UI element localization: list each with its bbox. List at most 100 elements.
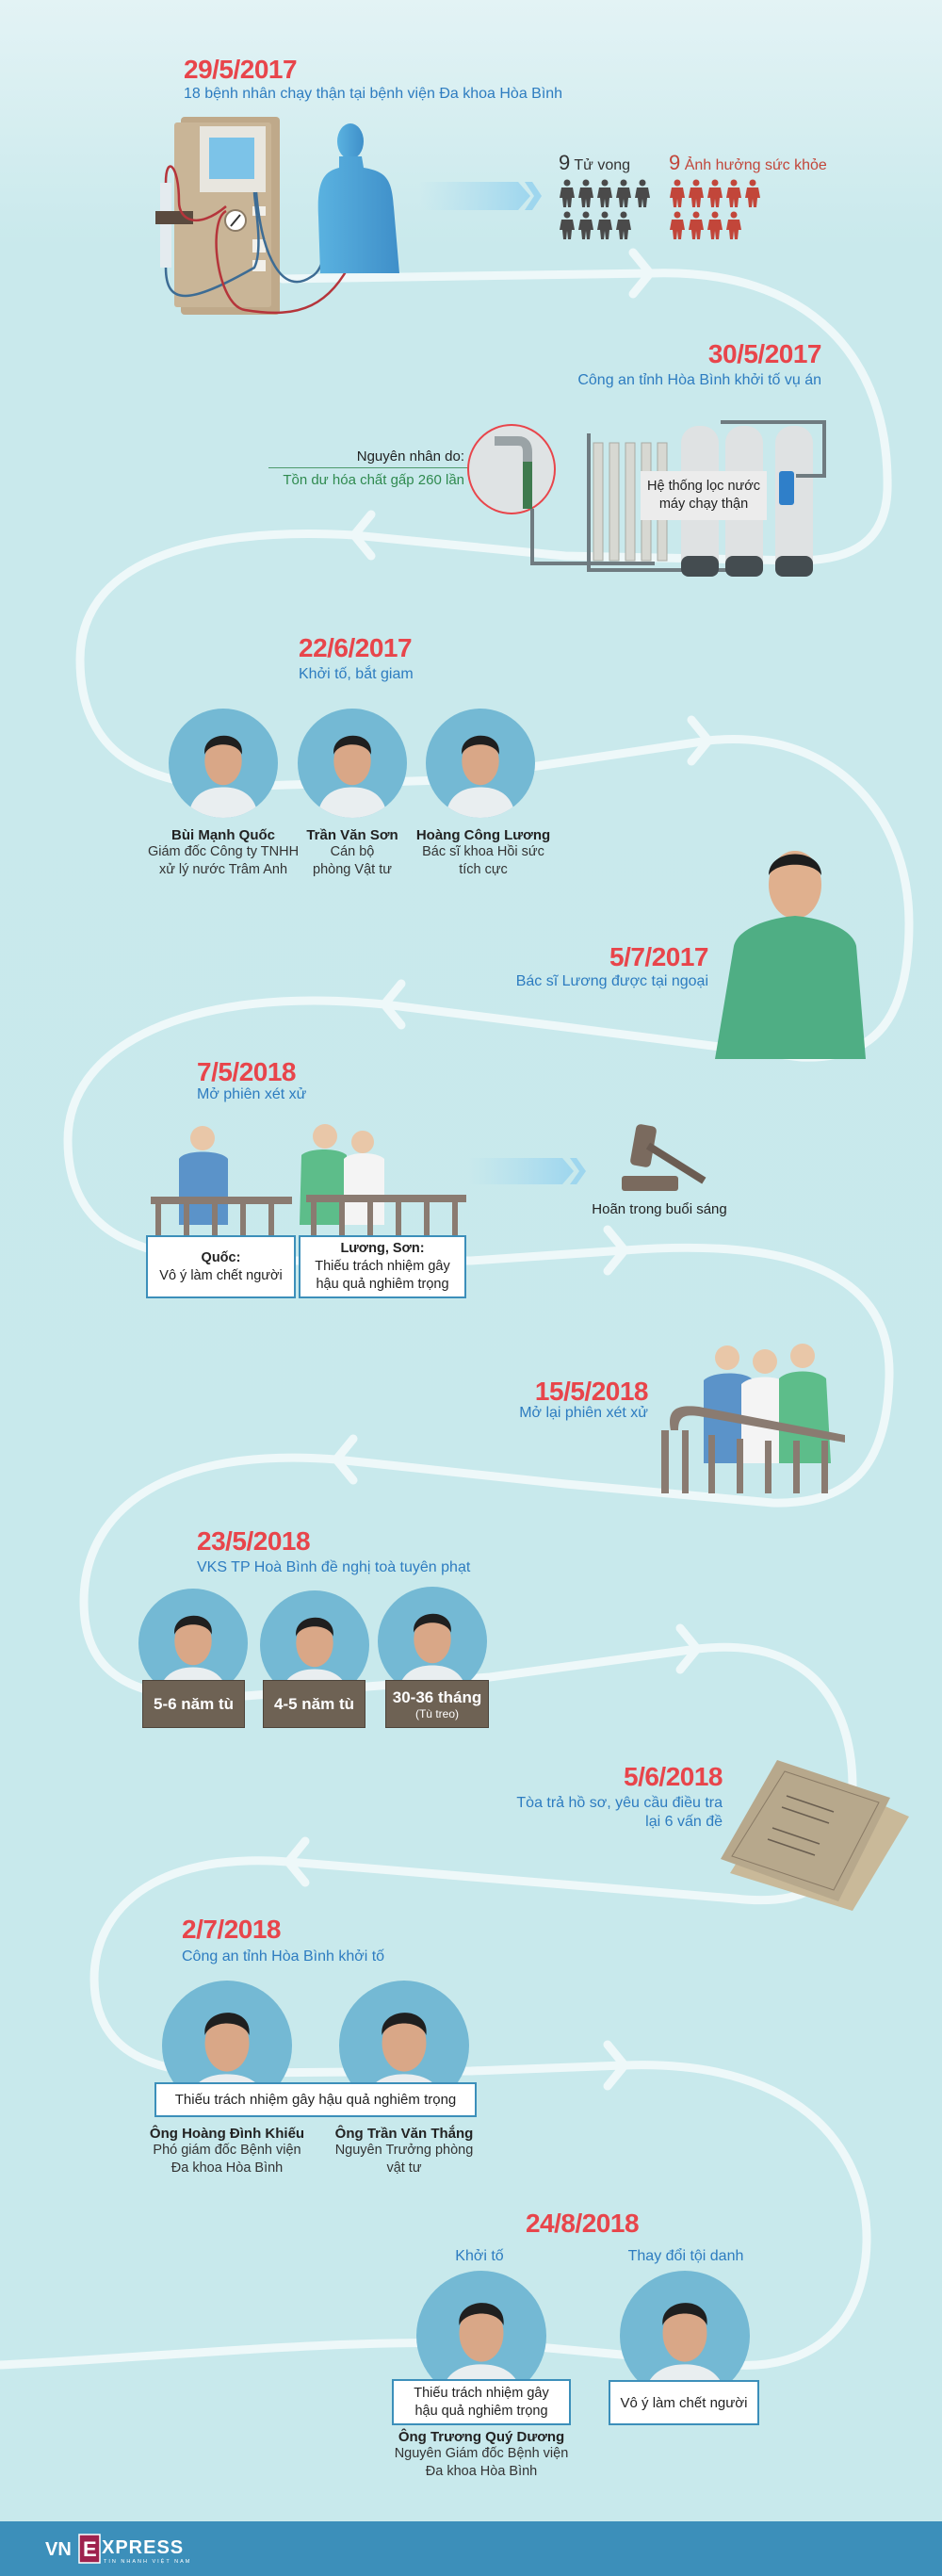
person-desc: Cán bộ	[330, 844, 375, 859]
person-name: Bùi Mạnh Quốc	[171, 827, 275, 843]
cause-text: Tồn dư hóa chất gấp 260 lần	[283, 472, 464, 488]
affected-group: 9 Ảnh hưởng sức khỏe	[669, 151, 827, 239]
charge-text: hậu quả nghiêm trọng	[316, 1277, 449, 1292]
gavel-icon	[622, 1124, 706, 1191]
charge-title: Lương, Sơn:	[340, 1241, 425, 1256]
charge-text: hậu quả nghiêm trọng	[414, 2403, 548, 2419]
event-subtitle: Khởi tố, bắt giam	[299, 666, 414, 682]
vnexpress-logo[interactable]: VN E XPRESS TIN NHANH VIỆT NAM	[45, 2533, 215, 2567]
human-silhouette-illustration	[317, 123, 399, 273]
person-icon	[578, 179, 593, 207]
sentence-box-quoc: 5-6 năm tù	[142, 1680, 245, 1728]
person-icon	[560, 211, 575, 239]
person-desc: Nguyên Trưởng phòng	[334, 2143, 474, 2158]
charge-box-duong: Thiếu trách nhiệm gây hậu quả nghiêm trọn…	[392, 2379, 571, 2425]
person-icon	[745, 179, 760, 207]
event-date-29-5-2017: 29/5/2017	[184, 55, 298, 84]
chevron-right-icon	[603, 2040, 629, 2091]
photo-bac-si-luong	[715, 842, 866, 1059]
charge-text: Vô ý làm chết người	[159, 1267, 283, 1283]
event-date-30-5-2017: 30/5/2017	[707, 339, 822, 368]
affected-label: Ảnh hưởng sức khỏe	[684, 157, 827, 173]
chevron-left-icon	[332, 1434, 358, 1485]
person-icon	[726, 211, 741, 239]
person-name: Hoàng Công Lương	[415, 827, 551, 843]
charge-text: Thiếu trách nhiệm gây	[414, 2385, 549, 2401]
portrait-hoang-cong-luong	[426, 709, 535, 818]
event-subtitle: Bác sĩ Lương được tại ngoại	[515, 973, 708, 989]
left-title-khoi-to: Khởi tố	[455, 2248, 504, 2264]
event-date-15-5-2018: 15/5/2018	[534, 1377, 649, 1406]
charge-box-quoc: Quốc:Vô ý làm chết người	[146, 1235, 296, 1298]
person-desc: Đa khoa Hòa Bình	[425, 2464, 538, 2479]
charge-text: Thiếu trách nhiệm gây	[315, 1259, 450, 1274]
dialysis-machine-illustration	[155, 117, 355, 315]
portrait-face	[317, 735, 388, 818]
person-icon	[689, 179, 704, 207]
sentence-note: (Tù treo)	[414, 1706, 459, 1720]
event-date-22-6-2017: 22/6/2017	[299, 633, 413, 662]
sentence-box-son: 4-5 năm tù	[263, 1680, 365, 1728]
person-desc: Đa khoa Hòa Bình	[171, 2160, 284, 2176]
person-desc: vật tư	[386, 2160, 422, 2176]
person-name: Ông Trương Quý Dương	[398, 2429, 565, 2445]
svg-text:TIN NHANH VIỆT NAM: TIN NHANH VIỆT NAM	[104, 2557, 191, 2565]
arrow-right-icon	[419, 182, 542, 210]
svg-text:E: E	[83, 2537, 97, 2561]
event-subtitle: Mở phiên xét xử	[197, 1086, 307, 1102]
person-desc: Giám đốc Công ty TNHH	[147, 844, 300, 859]
deaths-label: Tử vong	[574, 157, 631, 173]
person-icon	[635, 179, 650, 207]
person-desc: Phó giám đốc Bệnh viện	[153, 2143, 301, 2158]
charge-box-luong: Vô ý làm chết người	[609, 2380, 759, 2425]
event-date-2-7-2018: 2/7/2018	[182, 1915, 282, 1944]
chevron-left-icon	[349, 510, 376, 561]
deaths-person-icons	[559, 179, 653, 239]
event-date-5-6-2018: 5/6/2018	[624, 1762, 723, 1791]
event-date-5-7-2017: 5/7/2017	[609, 942, 709, 971]
chevron-right-icon	[687, 715, 713, 766]
postponed-text: Hoãn trong buổi sáng	[592, 1201, 727, 1217]
event-subtitle: Công an tỉnh Hòa Bình khởi tố vụ án	[577, 372, 821, 388]
chevron-left-icon	[380, 979, 406, 1030]
person-icon	[670, 179, 685, 207]
person-name: Trần Văn Sơn	[306, 827, 398, 843]
event-subtitle: 18 bệnh nhân chạy thận tại bệnh viện Đa …	[184, 86, 563, 102]
event-date-7-5-2018: 7/5/2018	[197, 1057, 297, 1086]
cause-label: Nguyên nhân do:	[356, 448, 464, 465]
person-icon	[689, 211, 704, 239]
person-name: Ông Trần Văn Thắng	[334, 2126, 474, 2142]
courtroom-reopen-illustration	[661, 1344, 845, 1493]
event-subtitle: VKS TP Hoà Bình đề nghị toà tuyên phạt	[197, 1559, 471, 1575]
person-icon	[616, 179, 631, 207]
sentence-text: 4-5 năm tù	[273, 1694, 355, 1713]
person-icon	[616, 211, 631, 239]
subtitle-line: Tòa trả hồ sơ, yêu cầu điều tra	[516, 1795, 723, 1811]
affected-count: 9	[669, 151, 681, 174]
courtroom-defendants-illustration	[151, 1124, 466, 1236]
event-subtitle: Công an tỉnh Hòa Bình khởi tố	[182, 1948, 385, 1965]
person-icon	[578, 211, 593, 239]
portrait-face	[187, 735, 259, 818]
svg-text:VN: VN	[45, 2539, 72, 2560]
svg-text:XPRESS: XPRESS	[102, 2537, 184, 2558]
subtitle-line: lại 6 vấn đề	[645, 1814, 723, 1830]
filter-label-line2: máy chạy thận	[658, 497, 749, 512]
right-title-thay-doi-toi-danh: Thay đổi tội danh	[627, 2248, 744, 2264]
person-icon	[560, 179, 575, 207]
charge-box-luong-son: Lương, Sơn: Thiếu trách nhiệm gây hậu quả …	[299, 1235, 466, 1298]
portrait-tran-van-son	[298, 709, 407, 818]
person-icon	[707, 211, 723, 239]
person-desc: Nguyên Giám đốc Bệnh viện	[394, 2446, 569, 2461]
deaths-group: 9 Tử vong	[559, 151, 653, 239]
event-subtitle: Tòa trả hồ sơ, yêu cầu điều tra lại 6 vấn…	[516, 1794, 723, 1832]
person-desc: tích cực	[459, 862, 508, 877]
person-desc: phòng Vật tư	[313, 862, 392, 877]
footer: VN E XPRESS TIN NHANH VIỆT NAM	[0, 2521, 942, 2576]
chevron-right-icon	[628, 248, 655, 299]
